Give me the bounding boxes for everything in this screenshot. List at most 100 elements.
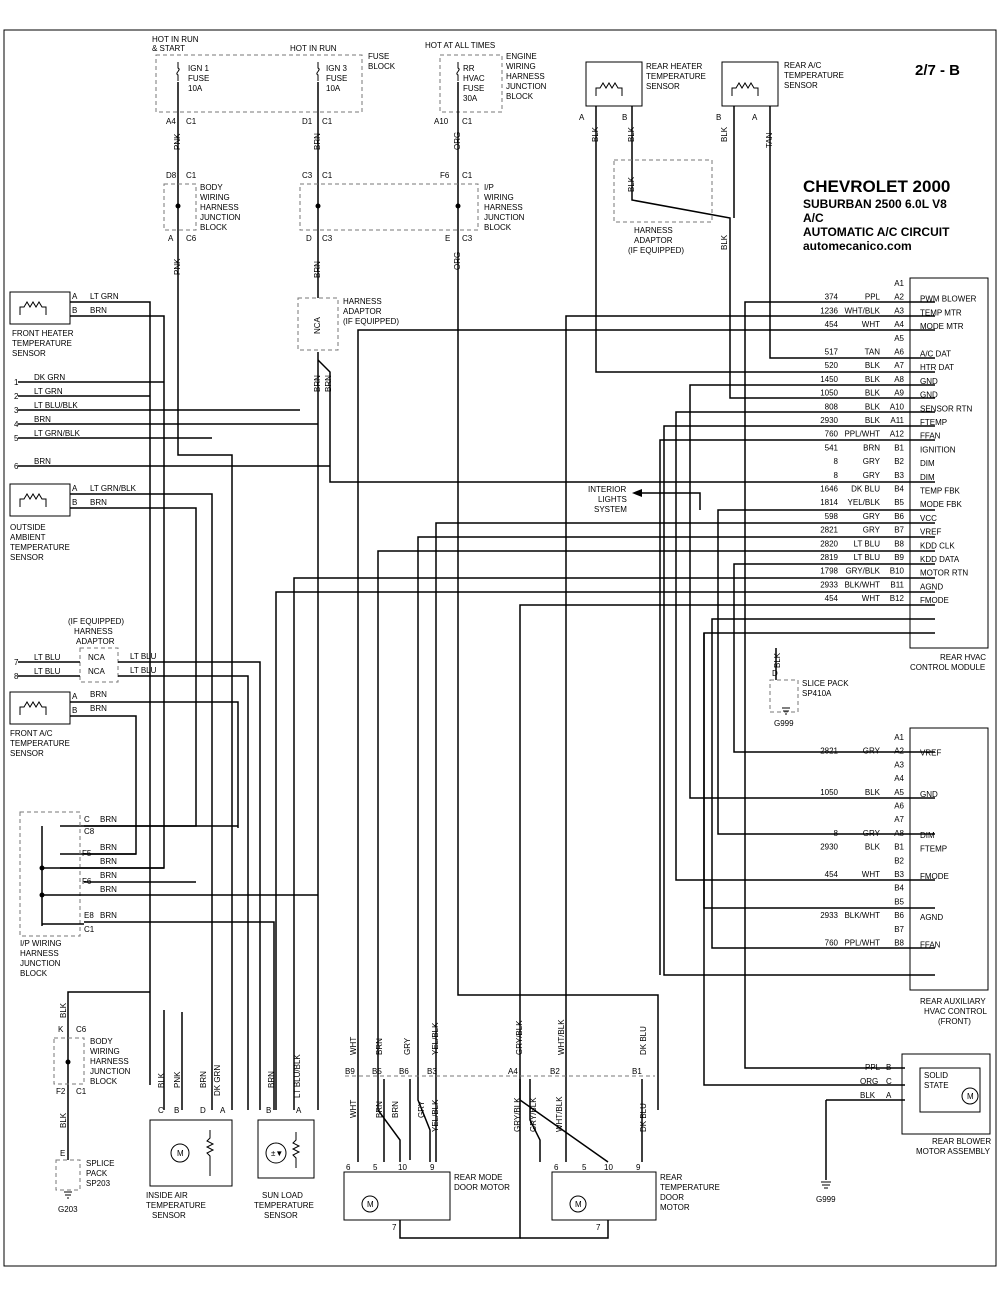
svg-text:BRN: BRN xyxy=(267,1071,276,1088)
svg-text:B: B xyxy=(716,113,721,122)
pin-function: FMODE xyxy=(920,872,949,881)
svg-text:TEMPERATURE: TEMPERATURE xyxy=(646,72,706,81)
svg-text:JUNCTION: JUNCTION xyxy=(200,213,241,222)
header-system: A/C xyxy=(803,211,824,225)
pin-id: A3 xyxy=(894,760,904,769)
svg-text:6: 6 xyxy=(554,1163,559,1172)
svg-text:WHT/BLK: WHT/BLK xyxy=(555,1096,564,1132)
svg-text:B6: B6 xyxy=(399,1067,409,1076)
pin-function: GND xyxy=(920,790,938,799)
pin-id: B3 xyxy=(894,870,904,879)
svg-text:WIRING: WIRING xyxy=(484,193,514,202)
svg-text:NCA: NCA xyxy=(88,653,106,662)
pin-function: KDD DATA xyxy=(920,555,960,564)
motor-m-icon: M xyxy=(967,1092,974,1101)
svg-text:PPL: PPL xyxy=(865,1063,881,1072)
svg-text:BRN: BRN xyxy=(324,375,333,392)
pin-circuit: 598 xyxy=(825,512,839,521)
pin-circuit: 454 xyxy=(825,594,839,603)
svg-text:MOTOR ASSEMBLY: MOTOR ASSEMBLY xyxy=(916,1147,991,1156)
nca-label: NCA xyxy=(313,316,322,334)
pin-wire-color: PPL/WHT xyxy=(844,939,880,948)
pin-wire-color: GRY xyxy=(863,747,881,756)
ip-jb-bottom-outline xyxy=(19,811,81,937)
svg-text:ORG: ORG xyxy=(453,132,462,150)
pin-circuit: 8 xyxy=(834,457,839,466)
pin-id: B6 xyxy=(894,512,904,521)
pin-id: A7 xyxy=(894,361,904,370)
svg-text:E: E xyxy=(445,234,450,243)
svg-text:BODY: BODY xyxy=(90,1037,113,1046)
svg-text:BRN: BRN xyxy=(90,690,107,699)
pin-id: B10 xyxy=(890,567,905,576)
svg-text:SENSOR: SENSOR xyxy=(646,82,680,91)
svg-text:DOOR: DOOR xyxy=(660,1193,684,1202)
pin-wire-color: BLK xyxy=(865,416,881,425)
svg-text:TEMPERATURE: TEMPERATURE xyxy=(10,739,70,748)
rear-harness-adaptor-outline xyxy=(613,159,713,223)
motor-m-icon: M xyxy=(367,1200,374,1209)
pin-id: A5 xyxy=(894,788,904,797)
svg-text:A: A xyxy=(72,692,78,701)
svg-text:AMBIENT: AMBIENT xyxy=(10,533,46,542)
svg-text:B: B xyxy=(72,306,77,315)
header-model: SUBURBAN 2500 6.0L V8 xyxy=(803,197,947,211)
svg-text:BLOCK: BLOCK xyxy=(506,92,534,101)
wire-number: 4 xyxy=(14,420,19,429)
motor-m-icon: M xyxy=(575,1200,582,1209)
interior-lights-arrow-icon xyxy=(632,489,642,497)
svg-text:BRN: BRN xyxy=(391,1101,400,1118)
svg-text:INTERIOR: INTERIOR xyxy=(588,485,626,494)
svg-text:TEMPERATURE: TEMPERATURE xyxy=(254,1201,314,1210)
svg-text:C: C xyxy=(158,1106,164,1115)
svg-text:A: A xyxy=(72,484,78,493)
engine-jb-title: ENGINE WIRING HARNESS JUNCTION BLOCK xyxy=(506,52,547,101)
svg-text:GRY/BLK: GRY/BLK xyxy=(513,1097,522,1132)
svg-text:SENSOR: SENSOR xyxy=(10,749,44,758)
fuse-block-outline xyxy=(155,54,363,113)
header-circuit: AUTOMATIC A/C CIRCUIT xyxy=(803,225,950,239)
pin-id: B9 xyxy=(894,553,904,562)
svg-text:BRN: BRN xyxy=(90,498,107,507)
pin-wire-color: GRY xyxy=(863,526,881,535)
pin-circuit: 808 xyxy=(825,402,839,411)
wire-number: 7 xyxy=(14,658,19,667)
svg-text:REAR: REAR xyxy=(660,1173,682,1182)
pin-function: VREF xyxy=(920,528,941,537)
ip-jb-top-title: I/P WIRING HARNESS JUNCTION BLOCK xyxy=(484,183,525,232)
svg-text:FUSE: FUSE xyxy=(326,74,347,83)
pin-wire-color: WHT xyxy=(862,320,880,329)
svg-text:REAR A/C: REAR A/C xyxy=(784,61,822,70)
pin-wire-color: WHT xyxy=(862,870,880,879)
svg-text:MOTOR: MOTOR xyxy=(660,1203,690,1212)
svg-text:JUNCTION: JUNCTION xyxy=(20,959,61,968)
svg-text:BLK: BLK xyxy=(860,1091,876,1100)
svg-text:IGN 1: IGN 1 xyxy=(188,64,209,73)
fuse-block-title-2: BLOCK xyxy=(368,62,396,71)
svg-text:SENSOR: SENSOR xyxy=(784,81,818,90)
splice-sp410a-label: SLICE PACK SP410A xyxy=(802,679,849,698)
svg-text:(FRONT): (FRONT) xyxy=(938,1017,971,1026)
svg-text:D8: D8 xyxy=(166,171,177,180)
pin-wire-color: BLK xyxy=(865,402,881,411)
body-jb-top-title: BODY WIRING HARNESS JUNCTION BLOCK xyxy=(200,183,241,232)
svg-text:C1: C1 xyxy=(462,117,473,126)
svg-text:REAR BLOWER: REAR BLOWER xyxy=(932,1137,991,1146)
pin-circuit: 2930 xyxy=(820,416,838,425)
wire-color: LT BLU/BLK xyxy=(34,401,78,410)
svg-text:C1: C1 xyxy=(322,117,333,126)
svg-text:HARNESS: HARNESS xyxy=(20,949,59,958)
svg-text:B: B xyxy=(174,1106,179,1115)
pin-id: B7 xyxy=(894,925,904,934)
svg-text:10A: 10A xyxy=(188,84,203,93)
sun-load-sensor-box xyxy=(257,1119,315,1179)
svg-text:BODY: BODY xyxy=(200,183,223,192)
splice-sp203-label: SPLICE PACK SP203 xyxy=(86,1159,114,1188)
pin-id: A1 xyxy=(894,733,904,742)
svg-text:WIRING: WIRING xyxy=(200,193,230,202)
svg-text:BLOCK: BLOCK xyxy=(200,223,228,232)
sun-load-diode-icon: ±▼ xyxy=(271,1149,283,1158)
pin-circuit: 1814 xyxy=(820,498,838,507)
svg-text:SENSOR: SENSOR xyxy=(12,349,46,358)
